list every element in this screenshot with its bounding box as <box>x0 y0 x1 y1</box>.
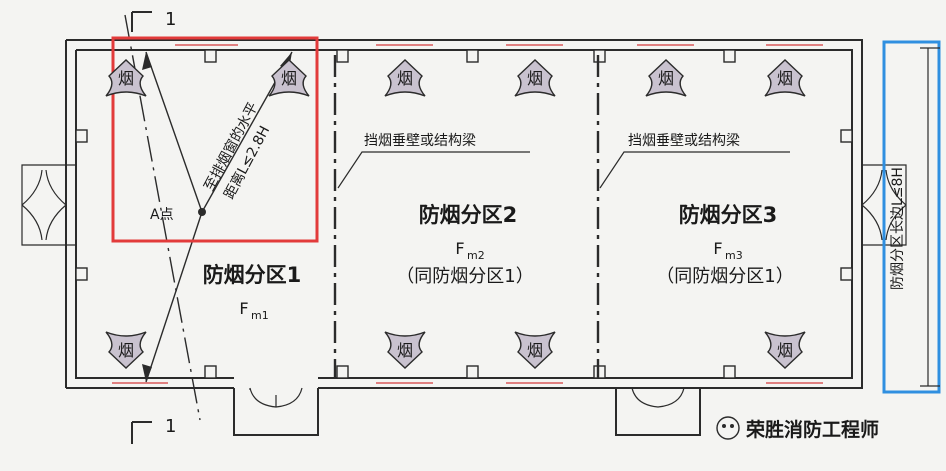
smoke-vents: 烟烟烟烟烟烟烟烟烟烟 <box>105 59 806 369</box>
zone-3-title: 防烟分区3 <box>679 203 778 227</box>
vent-label: 烟 <box>397 69 413 88</box>
watermark-text: 荣胜消防工程师 <box>745 418 879 441</box>
vent-label: 烟 <box>281 69 297 88</box>
zone-3-formula-sub: m3 <box>725 249 743 262</box>
zone-2-title: 防烟分区2 <box>419 203 518 227</box>
watermark-icon <box>716 416 740 440</box>
zone-1-formula-sub: m1 <box>251 309 269 322</box>
long-side-label: 防烟分区长边L≤8H <box>890 167 906 290</box>
vent-label: 烟 <box>397 341 413 360</box>
building-outer-walls <box>65 39 863 436</box>
zone-3-note: （同防烟分区1） <box>656 266 793 287</box>
watermark: 荣胜消防工程师 <box>716 416 879 441</box>
smoke-vent-icon: 烟 <box>514 59 556 97</box>
zone-1-title: 防烟分区1 <box>203 263 302 287</box>
point-a-marker <box>198 208 206 216</box>
smoke-vent-icon: 烟 <box>764 59 806 97</box>
windows <box>112 44 823 384</box>
vent-label: 烟 <box>527 69 543 88</box>
section-cut-line <box>124 11 201 444</box>
smoke-vent-icon: 烟 <box>268 59 310 97</box>
curtain-leaders <box>337 151 790 189</box>
zone-2-formula-sub: m2 <box>467 249 485 262</box>
smoke-curtain-label-2: 挡烟垂壁或结构梁 <box>628 133 740 149</box>
zone-3-formula: F <box>713 239 722 258</box>
zone-2-formula: F <box>455 239 464 258</box>
section-mark-top: 1 <box>165 9 176 30</box>
smoke-vent-icon: 烟 <box>514 331 556 369</box>
smoke-vent-icon: 烟 <box>764 331 806 369</box>
smoke-vent-icon: 烟 <box>645 59 687 97</box>
smoke-vent-icon: 烟 <box>384 59 426 97</box>
smoke-vent-icon: 烟 <box>105 59 147 97</box>
smoke-vent-icon: 烟 <box>105 331 147 369</box>
point-a-label: A点 <box>150 207 174 223</box>
zone-1-formula: F <box>239 299 248 318</box>
bottom-doors <box>249 387 685 408</box>
smoke-vent-icon: 烟 <box>384 331 426 369</box>
long-side-dimension <box>882 40 941 394</box>
smoke-partitions <box>333 55 600 378</box>
section-mark-bottom: 1 <box>165 416 176 437</box>
highlight-box <box>111 36 319 243</box>
vent-label: 烟 <box>777 341 793 360</box>
zone-2-note: （同防烟分区1） <box>396 266 533 287</box>
smoke-curtain-label-1: 挡烟垂壁或结构梁 <box>364 133 476 149</box>
vent-label: 烟 <box>777 69 793 88</box>
vent-label: 烟 <box>118 341 134 360</box>
vent-label: 烟 <box>118 69 134 88</box>
columns <box>75 49 853 379</box>
vent-label: 烟 <box>527 341 543 360</box>
vent-label: 烟 <box>658 69 674 88</box>
